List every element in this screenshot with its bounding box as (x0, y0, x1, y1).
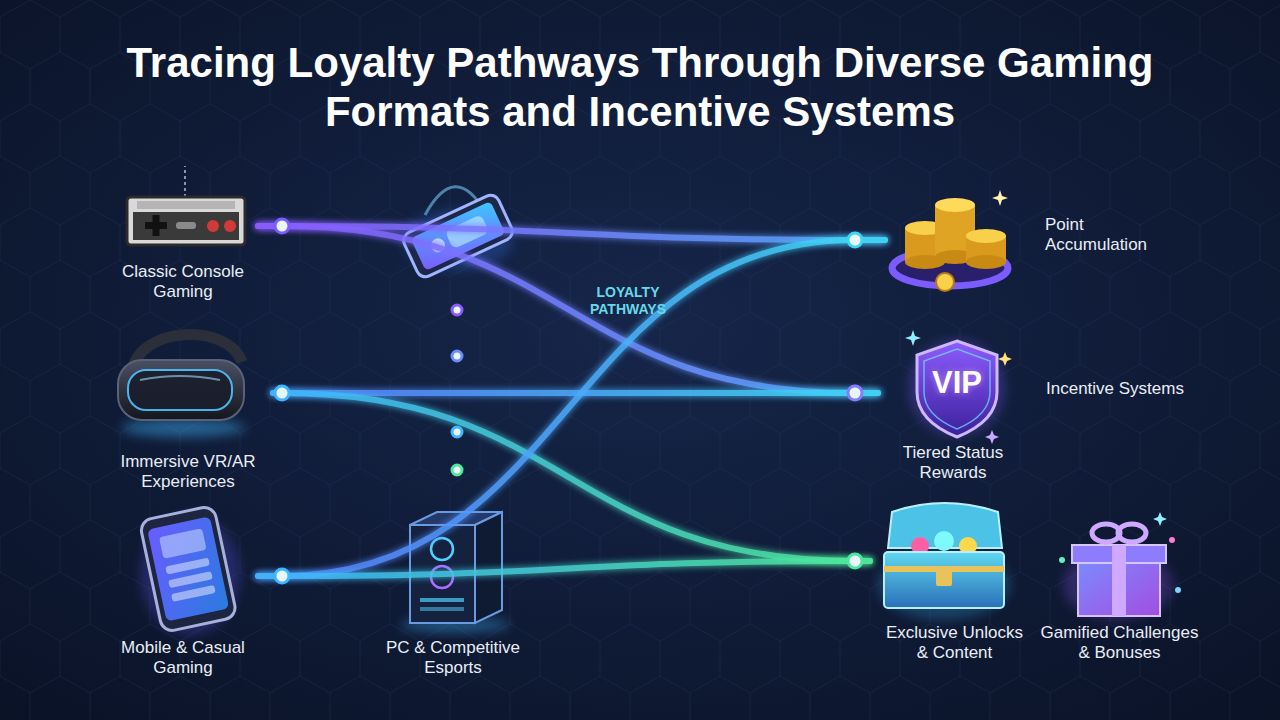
mobile-row (165, 558, 210, 575)
pathway-label: LOYALTY PATHWAYS (578, 284, 678, 318)
coins-icon (892, 190, 1008, 291)
phone-icon (401, 187, 516, 280)
junction-dot (275, 386, 289, 400)
category-label: Incentive Systems (1046, 379, 1246, 399)
mobile-screen (147, 516, 229, 621)
confetti (1169, 537, 1175, 543)
junction-dots (275, 219, 862, 583)
gift-ribbon (1112, 545, 1126, 616)
sparkle (998, 352, 1012, 366)
vr-headset-icon (118, 335, 245, 437)
chest-glow (878, 550, 1010, 620)
chest-body (884, 552, 1004, 608)
junction-dot (848, 233, 862, 247)
console-button (224, 220, 236, 232)
icon-node: Immersive VR/AR Experiences (103, 330, 273, 488)
node-label: PC & Competitive Esports (378, 638, 528, 678)
mobile-row (171, 585, 216, 602)
icon-node: PC & Competitive Esports (378, 505, 528, 675)
node-label: Point Accumulation (1045, 215, 1170, 255)
icon-node: Gamified Challenges & Bonuses (1035, 500, 1205, 670)
junction-dot (452, 427, 462, 437)
diagram-title: Tracing Loyalty Pathways Through Diverse… (100, 38, 1180, 136)
phone-screen (411, 201, 506, 271)
node-label: Immersive VR/AR Experiences (103, 452, 273, 492)
junction-dot (452, 465, 462, 475)
console-stripe (137, 201, 235, 209)
vr-highlight (140, 376, 220, 380)
coin-top (966, 229, 1006, 243)
pathway-connector (258, 240, 885, 576)
junction-dot (452, 305, 462, 315)
icon-node: Point Accumulation (885, 185, 1165, 295)
pathway-connector (273, 393, 870, 561)
coin-top (935, 198, 975, 212)
icon-node: Exclusive Unlocks & Content (870, 500, 1040, 670)
junction-dot (848, 554, 862, 568)
pc-vent (420, 607, 464, 611)
sparkle (985, 430, 999, 444)
confetti (1175, 587, 1181, 593)
pc-fan (431, 538, 453, 560)
sparkle (1153, 512, 1167, 526)
mobile-widget (159, 528, 207, 559)
node-label: Mobile & Casual Gaming (108, 638, 258, 678)
junction-dot (848, 386, 862, 400)
icon-node: Mobile & Casual Gaming (108, 505, 258, 675)
gem (934, 531, 954, 551)
badge-text: VIP (882, 366, 1032, 400)
pathway-connector (273, 390, 878, 396)
console-panel (133, 212, 239, 240)
sparkle (905, 330, 921, 346)
mobile-body (139, 505, 237, 632)
vr-glow (121, 419, 245, 437)
coin-stack (966, 255, 1006, 269)
mobile-icon (139, 505, 240, 635)
dpad (153, 215, 160, 236)
chest-lock (936, 566, 952, 586)
node-label: Classic Console Gaming (108, 262, 258, 302)
node-label: Tiered Status Rewards (888, 443, 1018, 483)
coin (936, 273, 954, 291)
pathway-connector (258, 561, 870, 576)
gift-box-icon (1059, 512, 1181, 620)
console-cord (184, 166, 186, 197)
sparkle (992, 190, 1008, 206)
pc-side (475, 512, 502, 623)
vr-visor (128, 370, 232, 410)
pc-vent (420, 598, 464, 602)
gift-bow (1118, 524, 1146, 542)
console-button (176, 222, 196, 229)
mobile-row (168, 571, 213, 588)
junction-dot (452, 351, 462, 361)
node-label: Exclusive Unlocks & Content (882, 623, 1027, 663)
console-button (207, 220, 219, 232)
junction-dot (275, 219, 289, 233)
phone-body (401, 192, 516, 279)
confetti (1059, 557, 1065, 563)
treasure-chest-icon (878, 503, 1010, 620)
icon-node: VIPTiered Status Rewards (878, 335, 1028, 485)
junction-dot (275, 569, 289, 583)
icon-node: Classic Console Gaming (108, 190, 258, 302)
console-body (127, 197, 245, 245)
pathway-connector (258, 226, 878, 393)
node-label: Gamified Challenges & Bonuses (1037, 623, 1202, 663)
console-icon (127, 166, 245, 245)
vr-body (118, 360, 244, 420)
